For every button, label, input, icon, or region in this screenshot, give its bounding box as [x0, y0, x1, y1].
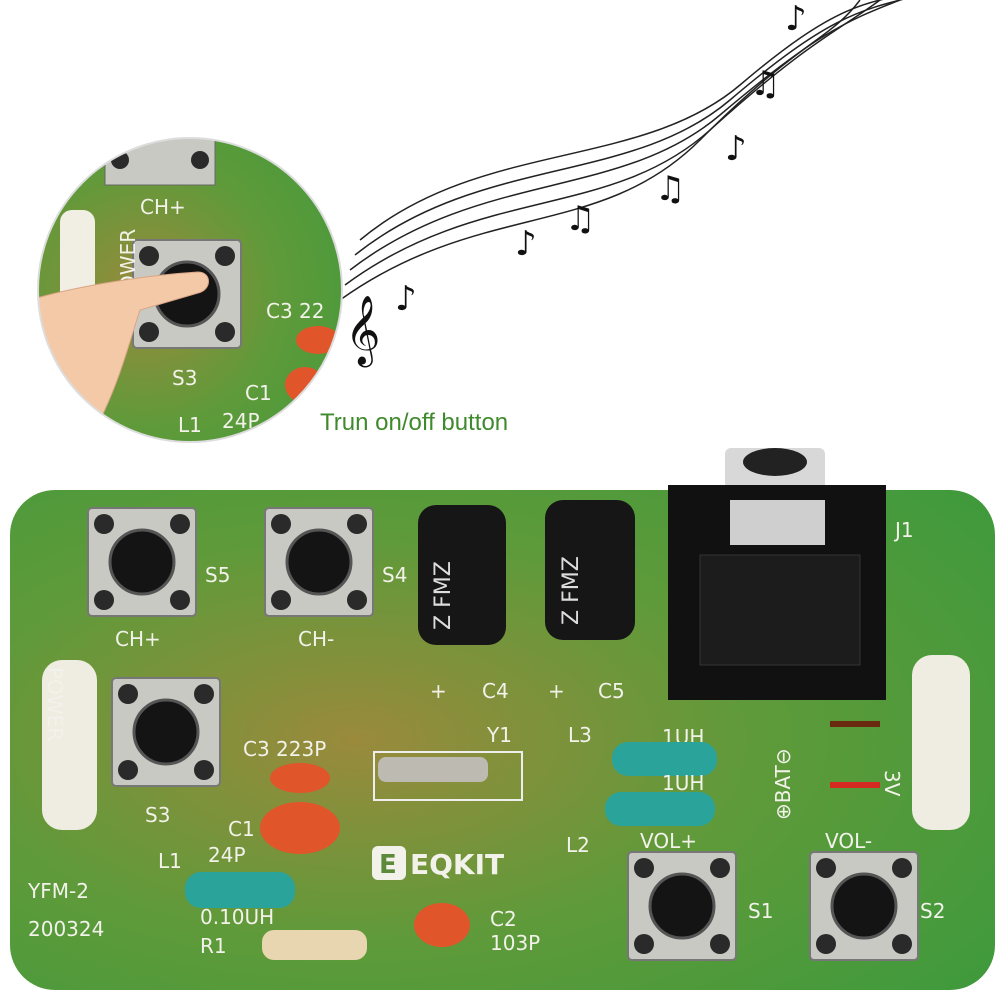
label-l2-value: 1UH	[662, 771, 704, 795]
inset-zoom-circle: CH+ S3 C3 22 C1 24P L1 POWER	[38, 138, 342, 442]
label-c1-value: 24P	[208, 843, 246, 867]
label-r1: R1	[200, 934, 227, 958]
label-c3: C3 223P	[243, 737, 326, 761]
label-c4-plus: +	[430, 679, 447, 703]
svg-text:♫: ♫	[750, 64, 780, 104]
svg-text:♪: ♪	[785, 0, 807, 39]
music-notes-icon: 𝄞 ♪♪ ♫♫ ♪♫♪	[345, 0, 807, 367]
label-ch-minus: CH-	[298, 627, 334, 651]
inset-label-c1: C1	[245, 381, 272, 405]
inductor-l1	[185, 872, 295, 908]
crystal-y1	[378, 757, 488, 782]
inset-label-c1-value: 24P	[222, 409, 260, 433]
inductor-l3	[612, 742, 717, 776]
label-vol-plus: VOL+	[640, 829, 697, 853]
svg-text:♪: ♪	[395, 279, 417, 319]
eqkit-logo: E EQKIT	[372, 846, 504, 881]
label-c1: C1	[228, 817, 255, 841]
ceramic-capacitor-c2	[414, 903, 470, 947]
inset-label-ch-plus: CH+	[140, 195, 186, 219]
label-y1: Y1	[486, 723, 512, 747]
button-s4[interactable]	[263, 506, 375, 618]
label-date: 200324	[28, 917, 104, 941]
headphone-jack-j1[interactable]	[668, 448, 886, 700]
resistor-r1	[262, 930, 367, 960]
led-right	[912, 655, 970, 830]
fm-radio-pcb: S5 CH+ S4 CH- Z FMZ Z FMZ + C4 + C5 J1 P…	[10, 448, 995, 990]
svg-text:E: E	[379, 850, 397, 880]
svg-text:Z FMZ: Z FMZ	[431, 561, 456, 630]
svg-text:♪: ♪	[725, 129, 747, 169]
electrolytic-capacitor-c4: Z FMZ	[418, 505, 506, 645]
label-s5: S5	[205, 563, 230, 587]
volume-down-button-s2[interactable]	[808, 850, 920, 962]
label-l1: L1	[158, 849, 182, 873]
power-led-left	[42, 660, 97, 830]
svg-text:𝄞: 𝄞	[345, 295, 380, 367]
label-s4: S4	[382, 563, 407, 587]
svg-text:♫: ♫	[655, 169, 685, 209]
label-ch-plus: CH+	[115, 627, 161, 651]
label-c2-value: 103P	[490, 931, 540, 955]
inset-label-s3: S3	[172, 366, 197, 390]
label-l2: L2	[566, 833, 590, 857]
svg-text:EQKIT: EQKIT	[410, 848, 504, 881]
label-l3: L3	[568, 723, 592, 747]
music-staff-illustration	[339, 0, 904, 301]
label-c4: C4	[482, 679, 509, 703]
label-vol-minus: VOL-	[825, 829, 872, 853]
label-battery: ⊕BAT⊖	[771, 748, 795, 820]
caption-power-button: Trun on/off button	[320, 409, 508, 436]
ceramic-capacitor-c3	[270, 763, 330, 793]
label-power: POWER	[43, 667, 67, 741]
inductor-l2	[605, 792, 715, 826]
label-s1: S1	[748, 899, 773, 923]
inset-label-c3: C3 22	[266, 299, 325, 323]
power-button-s3[interactable]	[110, 676, 222, 788]
button-s5[interactable]	[86, 506, 198, 618]
inset-label-l1: L1	[178, 413, 202, 437]
svg-text:Z FMZ: Z FMZ	[559, 556, 584, 625]
label-c5-plus: +	[548, 679, 565, 703]
svg-text:♫: ♫	[565, 199, 595, 239]
label-j1: J1	[893, 518, 914, 542]
label-s3: S3	[145, 803, 170, 827]
label-l1-value: 0.10UH	[200, 905, 274, 929]
label-3v: 3V	[880, 770, 904, 797]
label-s2: S2	[920, 899, 945, 923]
label-c5: C5	[598, 679, 625, 703]
ceramic-capacitor-c1	[260, 802, 340, 854]
svg-text:♪: ♪	[515, 224, 537, 264]
label-c2: C2	[490, 907, 517, 931]
electrolytic-capacitor-c5: Z FMZ	[545, 500, 635, 640]
volume-up-button-s1[interactable]	[626, 850, 738, 962]
label-model: YFM-2	[27, 879, 89, 903]
